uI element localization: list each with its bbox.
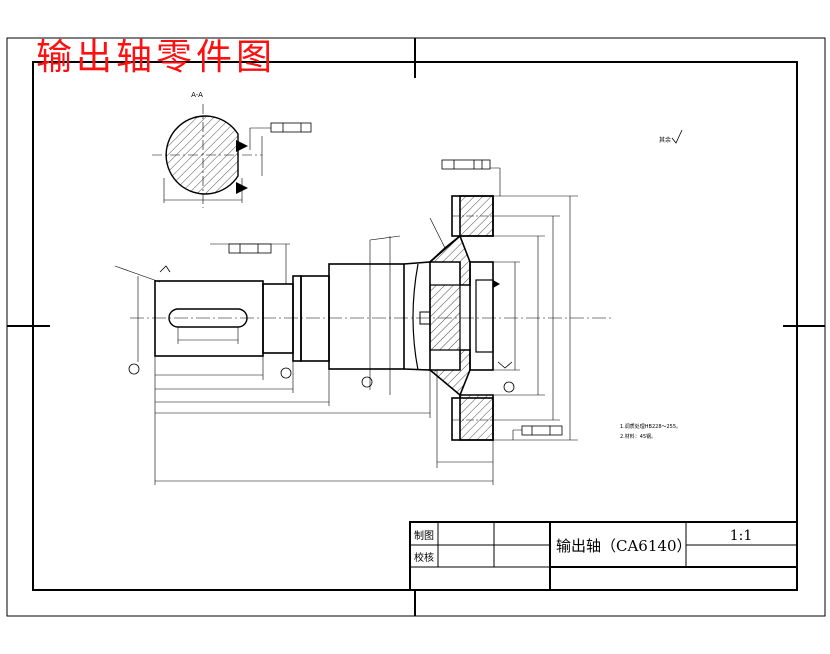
- section-label: A-A: [191, 91, 203, 99]
- roughness-note: 其余: [659, 129, 683, 144]
- tolerance-frames: [228, 159, 563, 436]
- section-view: A-A: [152, 91, 312, 208]
- part-name: 输出轴（CA6140）: [556, 537, 691, 555]
- technical-notes: 1.调质处理HB228～255。 2.材料：45钢。: [620, 423, 681, 440]
- title-block-row1: 制图: [414, 529, 434, 542]
- datum-markers: [128, 265, 515, 393]
- note-line-1: 1.调质处理HB228～255。: [620, 423, 681, 430]
- scale-value: 1:1: [730, 528, 753, 544]
- note-line-2: 2.材料：45钢。: [620, 433, 656, 440]
- roughness-corner-label: 其余: [659, 136, 671, 144]
- shaft-view: [130, 195, 612, 441]
- title-block-row2: 校核: [414, 551, 434, 564]
- title-block: 制图 校核 输出轴（CA6140） 1:1: [409, 521, 798, 591]
- dimensions: [114, 167, 578, 485]
- sheet-border: [6, 37, 826, 617]
- drawing-title: 输出轴零件图: [36, 37, 277, 78]
